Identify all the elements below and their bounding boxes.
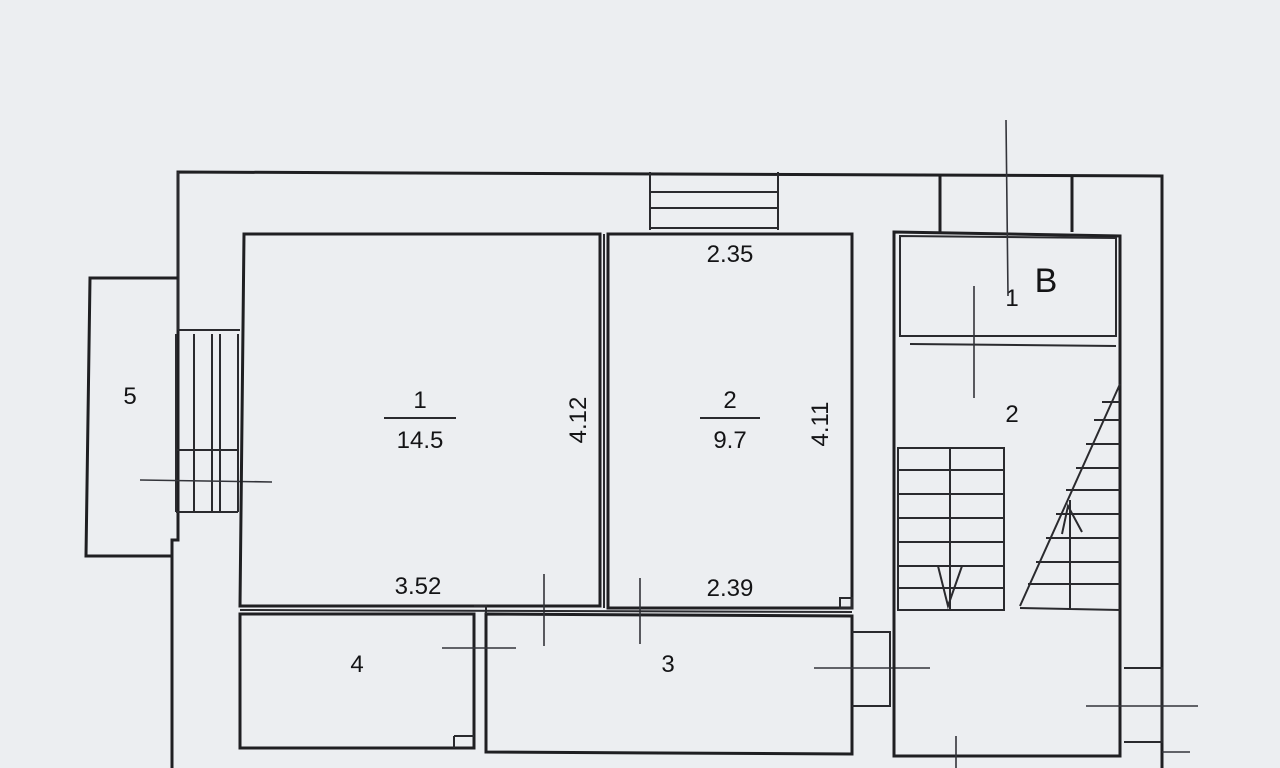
section-line-5 xyxy=(139,479,273,483)
room-1-width: 3.52 xyxy=(395,573,442,600)
stairwell: B 1 2 xyxy=(892,119,1198,768)
room-2-area: 9.7 xyxy=(713,427,746,454)
room-1-number: 1 xyxy=(413,387,426,414)
inner-walls xyxy=(239,234,930,707)
stairwell-door xyxy=(1124,667,1163,743)
stair-flight-right xyxy=(1019,383,1121,611)
room-4: 4 xyxy=(238,612,476,750)
stair-flight-left xyxy=(897,447,1005,611)
room-1-area: 14.5 xyxy=(397,427,444,454)
room-5-number: 5 xyxy=(123,383,136,410)
room-2-bottom-width: 2.39 xyxy=(707,575,754,602)
room-2-depth: 4.11 xyxy=(807,402,834,447)
balcony-door xyxy=(175,334,239,513)
section-line-b xyxy=(973,119,1009,398)
room-1: 1 14.5 4.12 3.52 xyxy=(238,232,602,608)
room-4-number: 4 xyxy=(350,651,363,678)
room-2: 2.35 2 9.7 4.11 2.39 xyxy=(606,232,854,610)
window-top xyxy=(649,172,779,230)
stair-arrow-up xyxy=(1061,503,1083,535)
room-3-number: 3 xyxy=(661,651,674,678)
room-2-top-width: 2.35 xyxy=(707,241,754,268)
room-3-hall: 3 xyxy=(442,574,854,756)
room-1-depth: 4.12 xyxy=(565,397,592,444)
section-letter-b: B xyxy=(1035,262,1058,300)
stairwell-label-2: 2 xyxy=(1005,401,1018,428)
room-2-number: 2 xyxy=(723,387,736,414)
outer-walls xyxy=(170,170,1164,768)
room-5-balcony: 5 xyxy=(84,276,273,558)
stairwell-top-landing xyxy=(899,234,1117,347)
entrance-door xyxy=(852,631,891,707)
stair-arrow-down xyxy=(937,565,963,610)
